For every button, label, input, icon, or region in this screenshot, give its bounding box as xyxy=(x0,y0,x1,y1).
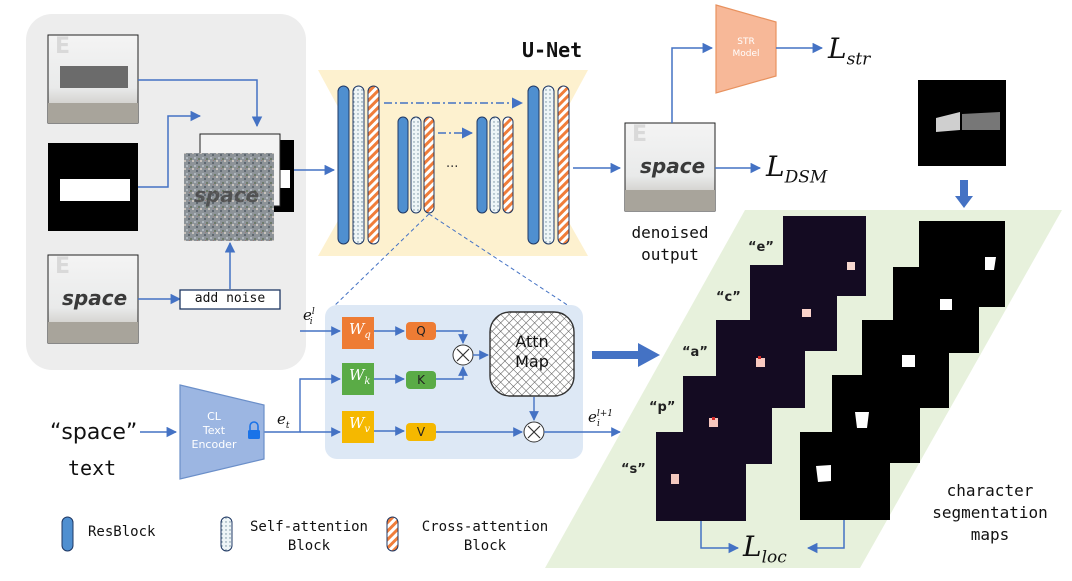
text-encoder xyxy=(179,384,265,480)
self-attention-block xyxy=(542,85,555,245)
legend-cross-attention-icon xyxy=(386,516,399,552)
input-text-quoted: “space” xyxy=(50,420,138,445)
k-label: K xyxy=(417,373,425,387)
masked-image-ghost-e: E xyxy=(55,34,71,59)
char-label-a: “a” xyxy=(682,345,708,360)
noisy-image-word: space xyxy=(194,183,260,207)
str-model xyxy=(715,4,777,94)
legend-resblock-label: ResBlock xyxy=(88,524,156,540)
v-box xyxy=(406,423,436,441)
str-model-label: STR Model xyxy=(732,37,760,59)
wk-label: Wk xyxy=(349,366,371,387)
char-label-c: “c” xyxy=(716,290,741,305)
input-text-caption: text xyxy=(68,456,117,480)
q-label: Q xyxy=(416,324,426,338)
k-box xyxy=(406,371,436,389)
input-image-ghost-e: E xyxy=(55,254,71,279)
cross-attention-block xyxy=(423,116,435,214)
cross-attention-block xyxy=(502,116,514,214)
attn-map-label: Attn Map xyxy=(515,332,549,371)
masked-image xyxy=(47,34,139,124)
resblock xyxy=(476,116,488,214)
resblock xyxy=(397,116,409,214)
legend-cross-attention-label: Cross-attention Block xyxy=(421,519,549,554)
loss-loc: Lloc xyxy=(743,530,787,568)
v-label: V xyxy=(416,425,426,439)
denoised-image xyxy=(624,122,716,212)
char-label-p: “p” xyxy=(649,400,676,415)
add-noise-label: add noise xyxy=(194,291,266,306)
unet-title: U-Net xyxy=(522,38,583,62)
gt-maps xyxy=(800,221,1005,520)
attn-map xyxy=(489,311,575,397)
legend-self-attention-icon xyxy=(220,516,233,552)
char-label-s: “s” xyxy=(621,462,646,477)
wk-block xyxy=(342,363,374,395)
segmentation-caption: character segmentation maps xyxy=(932,481,1048,544)
wv-block xyxy=(342,411,374,443)
denoised-caption: denoised output xyxy=(631,223,709,264)
input-image xyxy=(47,254,139,344)
wq-label: Wq xyxy=(349,320,371,341)
wq-block xyxy=(342,317,374,349)
resblock xyxy=(337,85,350,245)
encoder-label: CL Text Encoder xyxy=(191,410,237,451)
legend-resblock-icon xyxy=(61,516,74,552)
lock-icon xyxy=(248,421,260,439)
loss-dsm: LDSM xyxy=(766,150,828,188)
denoised-image-word: space xyxy=(640,154,706,178)
self-attention-block xyxy=(489,116,501,214)
unet-background xyxy=(318,70,588,256)
char-label-e: “e” xyxy=(748,240,774,255)
resblock xyxy=(527,85,540,245)
cross-attention-block xyxy=(557,85,570,245)
noisy-image xyxy=(184,153,274,241)
self-attention-block xyxy=(352,85,365,245)
unet-ellipsis: ... xyxy=(446,156,459,171)
add-noise-box xyxy=(179,289,281,310)
cross-attention-block xyxy=(367,85,380,245)
input-image-word: space xyxy=(62,286,128,310)
wv-label: Wv xyxy=(349,414,371,435)
mask-image xyxy=(48,143,138,231)
self-attention-block xyxy=(410,116,422,214)
q-box xyxy=(406,322,436,340)
ei-l1-label: el+1i xyxy=(588,408,614,429)
denoised-ghost-e: E xyxy=(632,122,648,147)
ei-l-label: eli xyxy=(303,306,315,327)
legend-self-attention-label: Self-attention Block xyxy=(249,519,368,554)
loss-str: Lstr xyxy=(828,32,871,70)
unet-blocks xyxy=(337,85,570,245)
et-label: et xyxy=(277,410,290,431)
predicted-maps xyxy=(656,216,866,521)
